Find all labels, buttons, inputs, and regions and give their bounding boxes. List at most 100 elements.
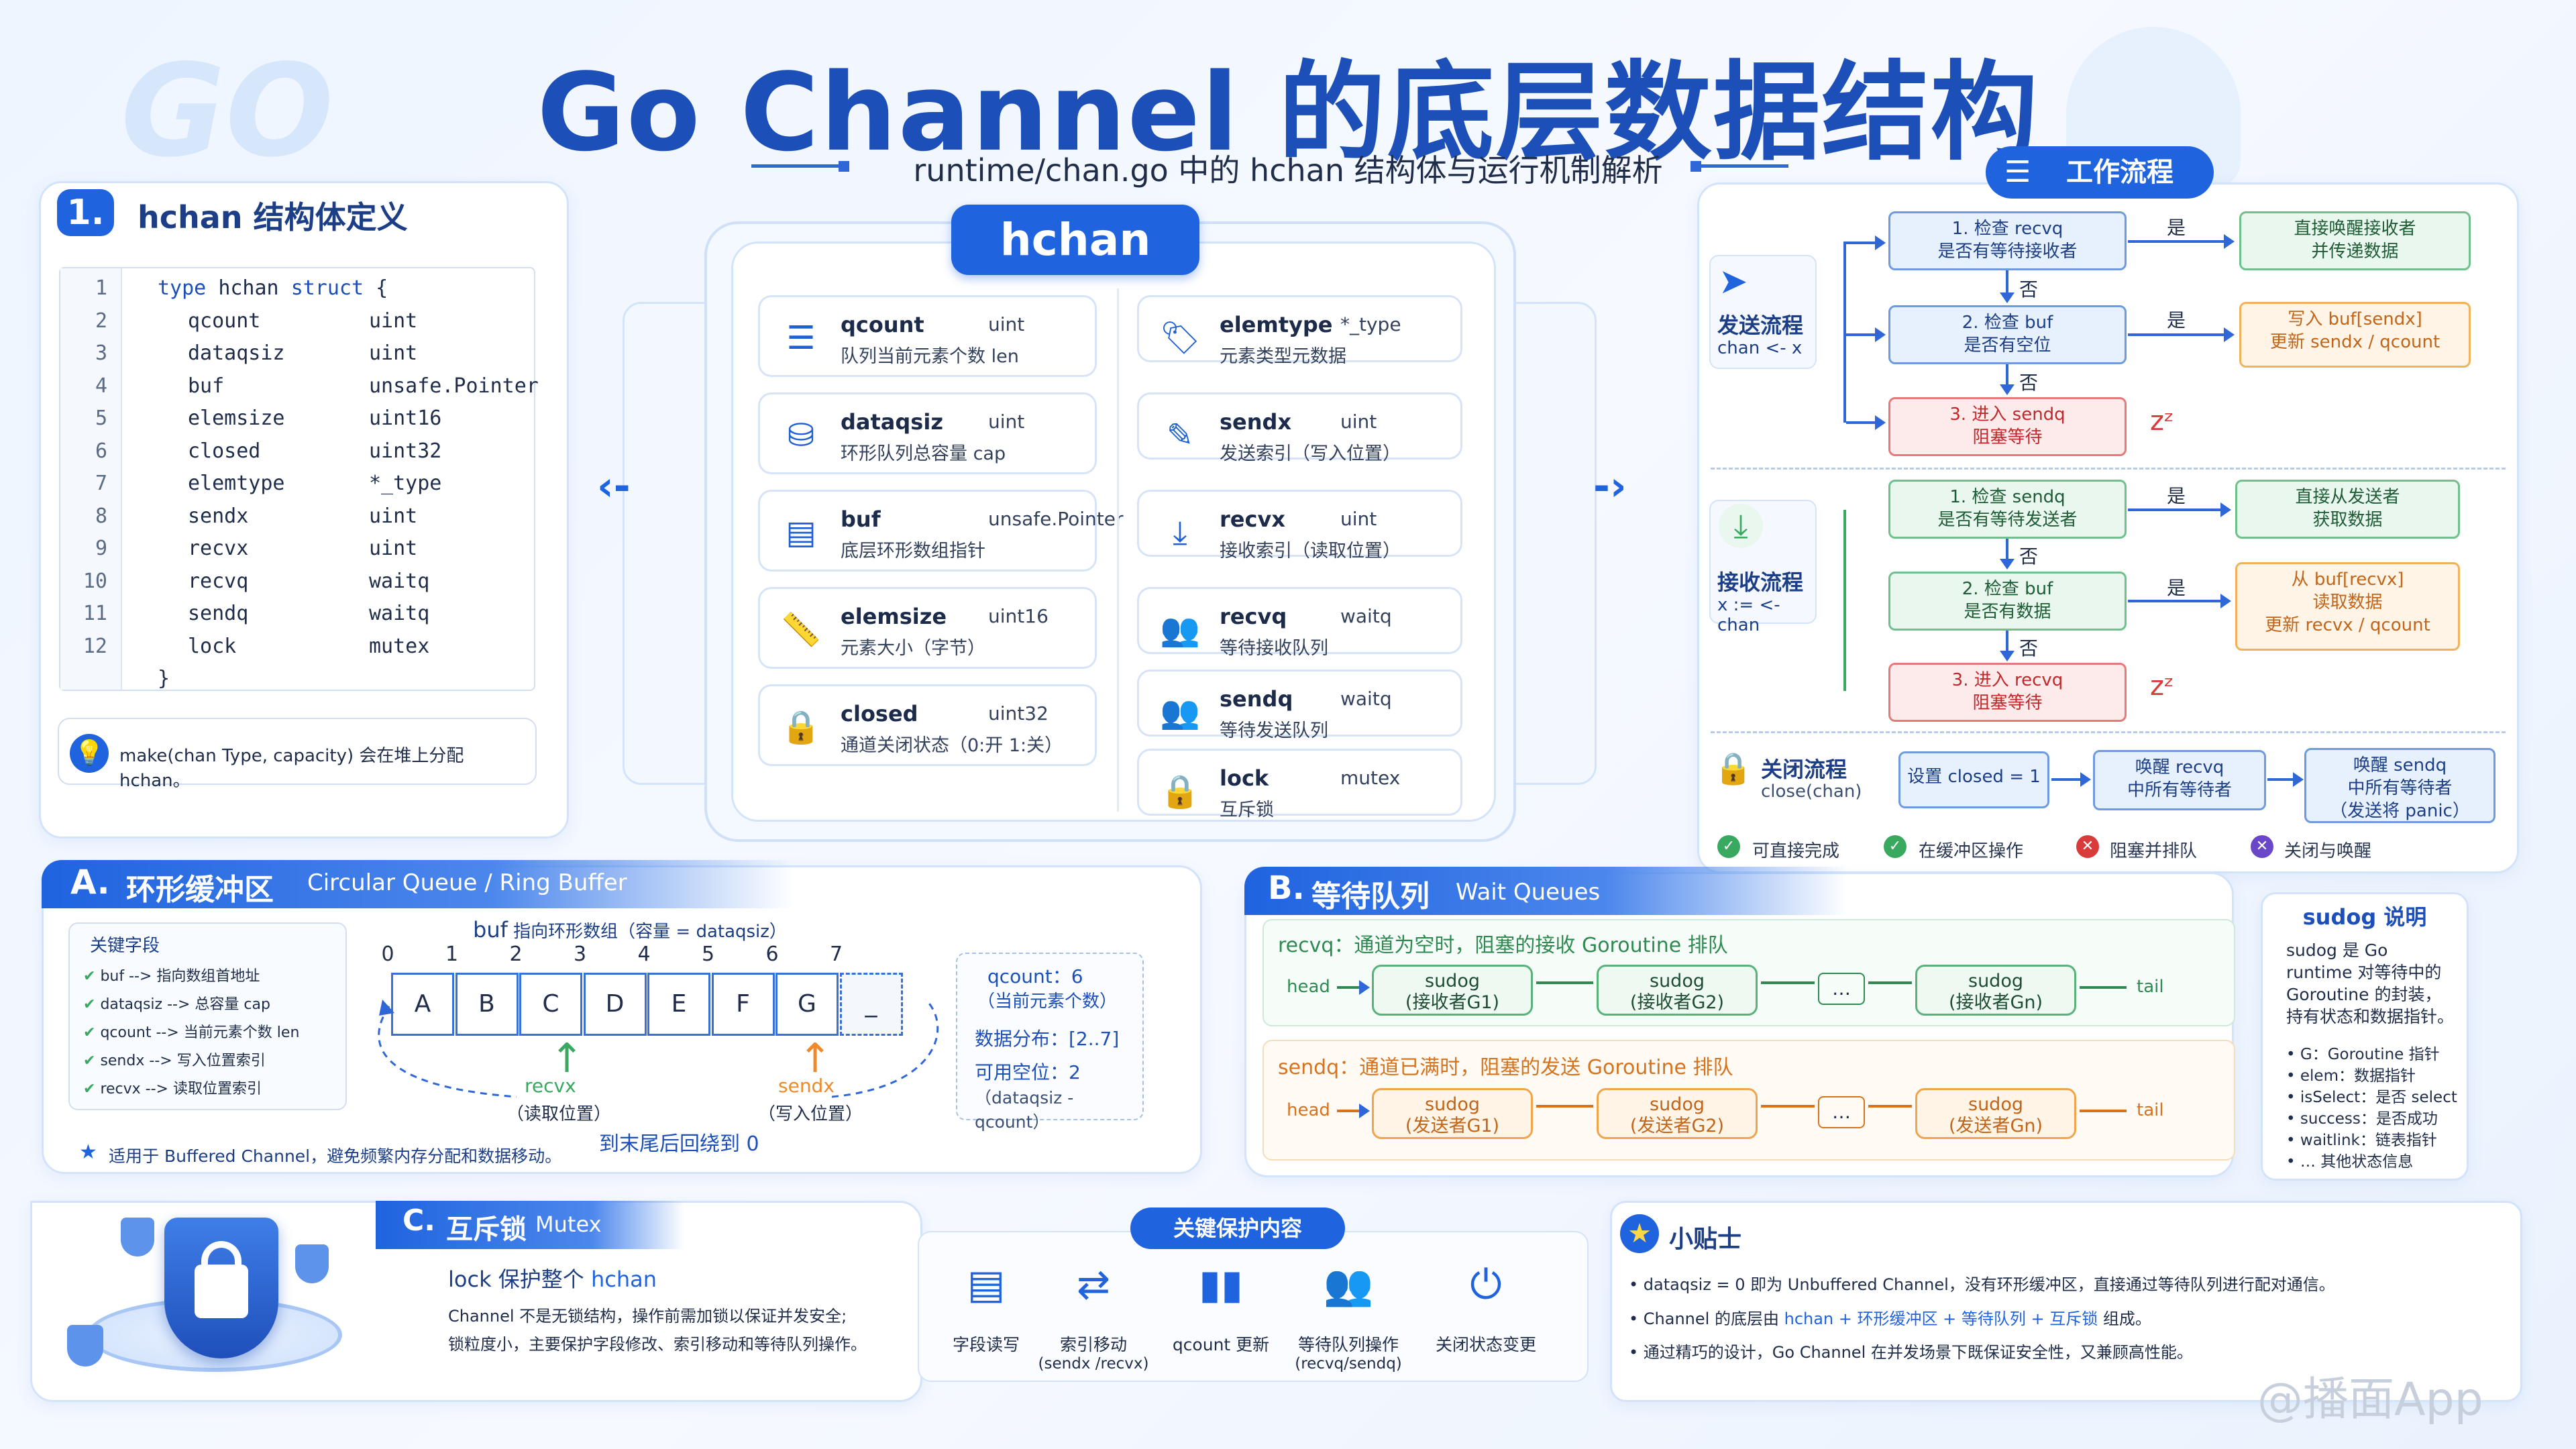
- field-type: uint: [1340, 508, 1377, 530]
- field-type: unsafe.Pointer: [988, 508, 1124, 530]
- check-icon: ✔: [83, 1081, 101, 1097]
- field-desc: 接收索引（读取位置）: [1220, 541, 1401, 561]
- lightbulb-icon: 💡: [70, 734, 109, 773]
- buffer-cell: _: [839, 973, 903, 1036]
- field-name: dataqsiz: [841, 409, 943, 435]
- subtitle-line-left: [751, 164, 839, 168]
- key-field-desc: 总容量 cap: [195, 996, 270, 1013]
- workflow-divider-2: [1711, 731, 2506, 733]
- code-field-name: elemtype: [188, 472, 285, 495]
- line-number: 3: [95, 341, 107, 365]
- buffer-index: 1: [445, 943, 459, 966]
- code-field-name: dataqsiz: [188, 341, 285, 365]
- check-icon: ✔: [83, 1024, 101, 1041]
- section-number: 1.: [57, 189, 114, 236]
- queue-link: [1761, 1105, 1815, 1108]
- data-distribution: 数据分布：[2..7]: [975, 1028, 1120, 1050]
- send-yes-label-1: 是: [2167, 217, 2186, 239]
- database-icon: ⛁: [787, 417, 815, 454]
- tip-text-2a: Channel 的底层由: [1643, 1309, 1779, 1328]
- tip-text-2b: hchan + 环形缓冲区 + 等待队列 + 互斥锁: [1784, 1309, 2098, 1328]
- field-type: waitq: [1340, 605, 1392, 627]
- close-step-1: 设置 closed = 1: [1898, 751, 2049, 808]
- queue-tail-label: tail: [2137, 1100, 2164, 1120]
- send-step-3: 3. 进入 sendq 阻塞等待: [1888, 397, 2127, 456]
- key-field-name: dataqsiz: [100, 996, 163, 1013]
- send-arrow-2: [1846, 327, 1886, 342]
- sudog-item: • success：是否成功: [2286, 1110, 2438, 1128]
- chevron-right-icon: -›: [1593, 463, 1627, 510]
- buffer-cell: C: [519, 973, 582, 1036]
- send-arrow-1: [1846, 235, 1886, 250]
- field-type: uint32: [988, 702, 1049, 724]
- key-field-item: ✔ recvx --> 读取位置索引: [83, 1077, 262, 1098]
- key-field-item: ✔ buf --> 指向数组首地址: [83, 964, 260, 985]
- code-field-type: *_type: [369, 472, 442, 495]
- ruler-icon: 📏: [781, 611, 821, 649]
- section-number: C.: [402, 1203, 436, 1238]
- sudog-item: • isSelect：是否 select: [2286, 1089, 2457, 1106]
- send-step-1: 1. 检查 recvq 是否有等待接收者: [1888, 211, 2127, 270]
- line-number: 11: [83, 602, 107, 625]
- recv-step-1: 1. 检查 sendq 是否有等待发送者: [1888, 480, 2127, 539]
- sendx-desc: （写入位置）: [758, 1104, 863, 1124]
- key-fields-title: 关键字段: [90, 936, 160, 956]
- code-field-type: uint: [369, 341, 418, 365]
- mutex-desc-1: Channel 不是无锁结构，操作前需加锁以保证并发安全;: [448, 1307, 847, 1326]
- recv-bracket: [1843, 510, 1846, 691]
- send-no-arrow-1: [2000, 270, 2015, 303]
- qcount-desc: （当前元素个数）: [977, 991, 1118, 1012]
- hchan-column-divider: [1117, 288, 1119, 812]
- code-field-name: recvq: [188, 569, 249, 593]
- subtitle-dot-left: [839, 161, 849, 172]
- tip-text-1: dataqsiz = 0 即为 Unbuffered Channel，没有环形缓…: [1643, 1275, 2335, 1294]
- queue-tail-arrow: [2080, 1110, 2127, 1112]
- line-number: 4: [95, 374, 107, 398]
- field-name: buf: [841, 506, 881, 532]
- protect-label: 索引移动: [1059, 1335, 1127, 1354]
- tips-panel: [1610, 1201, 2522, 1402]
- list-icon: ☰: [786, 319, 816, 357]
- buffer-cell: F: [711, 973, 775, 1036]
- send-result-1: 直接唤醒接收者 并传递数据: [2239, 211, 2471, 270]
- queue-tail-label: tail: [2137, 977, 2164, 997]
- section-title: 互斥锁: [446, 1214, 527, 1245]
- code-field-name: qcount: [188, 309, 261, 333]
- field-name: lock: [1220, 765, 1269, 791]
- recvx-label: recvx: [525, 1075, 576, 1097]
- close-x-icon: ✕: [2251, 835, 2273, 858]
- code-field-name: closed: [188, 439, 261, 463]
- send-yes-arrow-2: [2128, 327, 2235, 342]
- close-x-icon: ✕: [2076, 835, 2099, 858]
- workflow-divider-1: [1711, 468, 2506, 470]
- recv-no-arrow-1: [2000, 539, 2015, 570]
- key-field-arrow: -->: [149, 1053, 172, 1069]
- sudog-info-panel: [2261, 892, 2469, 1181]
- buffer-index: 2: [509, 943, 523, 966]
- sudog-item: • waitlink：链表指针: [2286, 1132, 2437, 1149]
- code-field-name: lock: [188, 634, 237, 658]
- sudog-item: • … 其他状态信息: [2286, 1153, 2414, 1171]
- sudog-node: sudog (发送者G1): [1372, 1088, 1533, 1139]
- tip-box: 💡 make(chan Type, capacity) 会在堆上分配 hchan…: [58, 718, 537, 791]
- recv-result-1: 直接从发送者 获取数据: [2235, 480, 2460, 539]
- section-title: hchan 结构体定义: [138, 199, 408, 235]
- field-desc: 发送索引（写入位置）: [1220, 443, 1401, 464]
- tips-title: 小贴士: [1669, 1226, 1742, 1253]
- key-field-name: qcount: [100, 1024, 152, 1041]
- tip-text-2c: 组成。: [2102, 1309, 2151, 1328]
- key-field-desc: 指向数组首地址: [156, 968, 260, 985]
- field-name: elemsize: [841, 604, 947, 629]
- field-type: uint16: [988, 605, 1049, 627]
- protect-sub: (recvq/sendq): [1295, 1355, 1402, 1373]
- legend-item: 在缓冲区操作: [1919, 841, 2024, 861]
- sliders-icon: ☰: [2004, 155, 2031, 189]
- sudog-node: sudog (接收者G2): [1597, 965, 1758, 1016]
- send-no-arrow-2: [2000, 364, 2015, 395]
- code-field-type: mutex: [369, 634, 430, 658]
